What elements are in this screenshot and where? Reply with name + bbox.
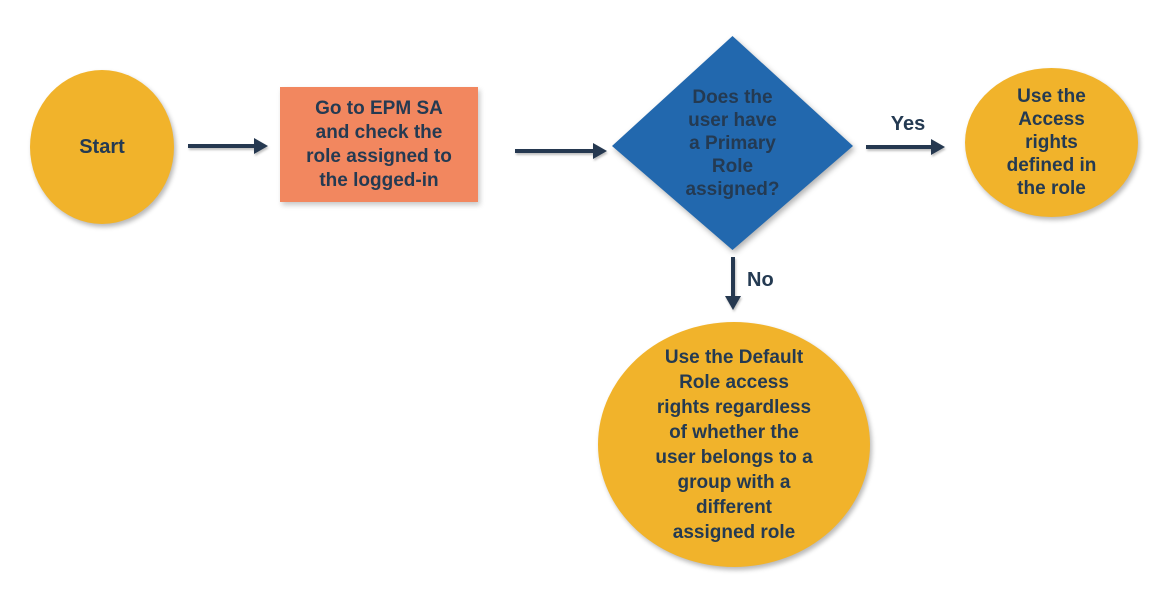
process-node-label: Go to EPM SA and check the role assigned… [306, 97, 452, 191]
yes-outcome-node: Use the Access rights defined in the rol… [965, 68, 1138, 217]
decision-diamond-shape: Does the user have a Primary Role assign… [612, 36, 853, 250]
decision-node-label: Does the user have a Primary Role assign… [685, 86, 780, 200]
process-node: Go to EPM SA and check the role assigned… [280, 87, 478, 202]
decision-node: Does the user have a Primary Role assign… [612, 36, 853, 250]
edge-label-yes: Yes [890, 113, 926, 135]
yes-outcome-label: Use the Access rights defined in the rol… [1006, 86, 1097, 199]
edge-label-no: No [747, 269, 774, 291]
no-outcome-label: Use the Default Role access rights regar… [655, 346, 813, 543]
start-node: Start [30, 70, 174, 224]
start-node-label: Start [79, 136, 125, 158]
no-outcome-node: Use the Default Role access rights regar… [598, 322, 870, 567]
